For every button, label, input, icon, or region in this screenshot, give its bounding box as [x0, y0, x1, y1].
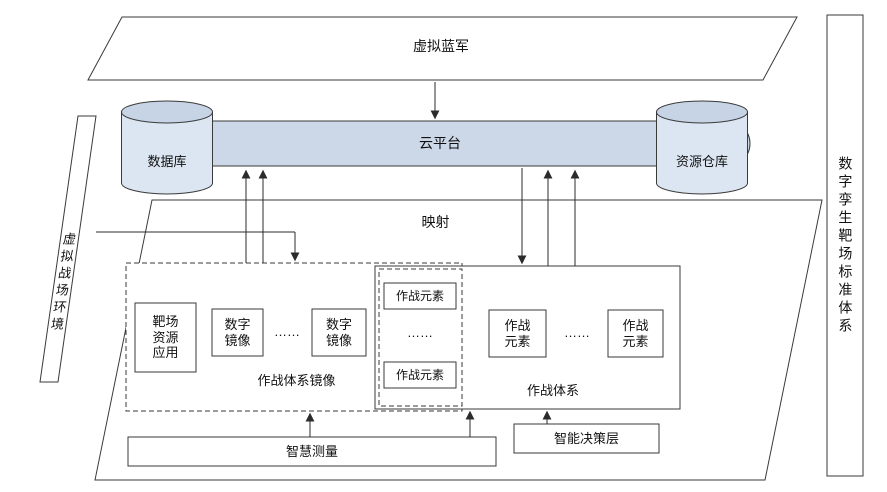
decision-layer-box	[513, 423, 660, 454]
stack-element-1-box	[383, 282, 457, 310]
left-panel-shape	[39, 115, 97, 383]
combat-element-2-box	[607, 309, 664, 358]
database-cylinder-body	[121, 112, 213, 195]
digital-mirror-2-box	[311, 308, 367, 357]
right-panel-shape	[826, 14, 864, 477]
database-cylinder-top	[121, 100, 213, 124]
top-banner-shape	[87, 16, 798, 81]
digital-mirror-1-box	[211, 308, 264, 357]
stack-element-2-box	[383, 361, 457, 389]
warehouse-cylinder-body	[656, 112, 748, 195]
smart-measure-box	[127, 436, 497, 467]
warehouse-cylinder-top	[656, 100, 748, 124]
range-resource-app-box	[134, 302, 197, 373]
combat-element-1-box	[488, 309, 547, 358]
